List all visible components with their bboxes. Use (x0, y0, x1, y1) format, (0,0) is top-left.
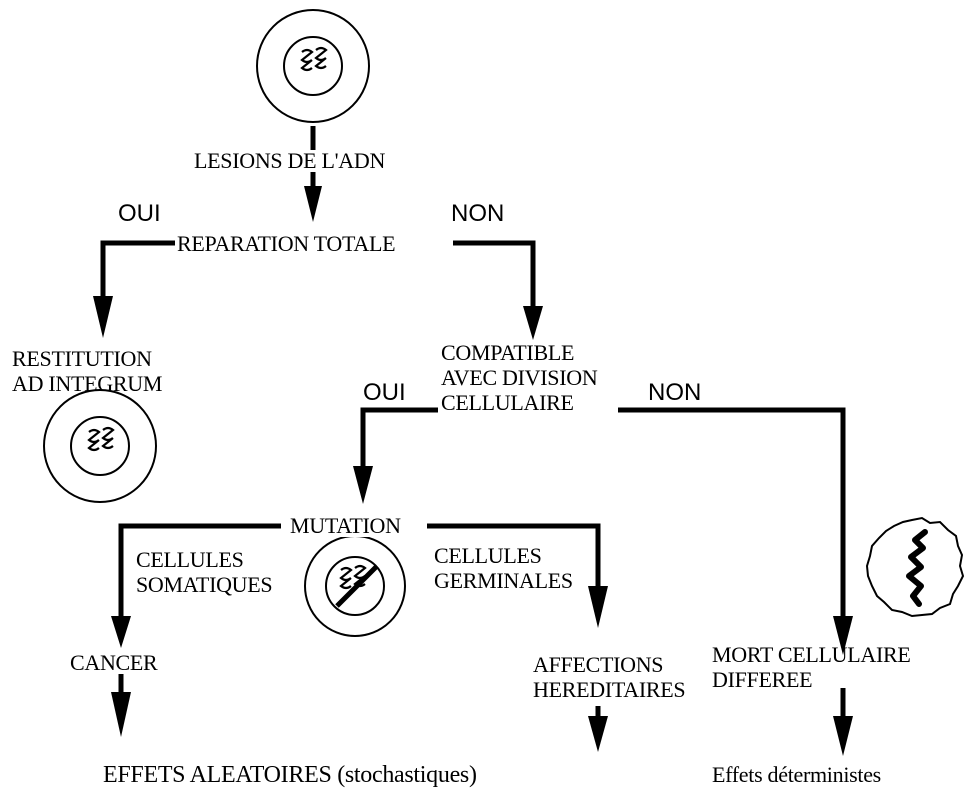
arrow-to-death (833, 616, 853, 655)
compatible-label: COMPATIBLE AVEC DIVISION CELLULAIRE (440, 340, 599, 415)
arrow-from-hereditary (588, 716, 608, 752)
restored-cell-icon (43, 389, 157, 503)
dying-cell-icon (865, 516, 965, 618)
restitution-line-2: AD INTEGRUM (12, 371, 163, 396)
arrow-to-deterministic (833, 716, 853, 756)
cell-dna-icon-top (256, 9, 370, 123)
compatible-line-1: COMPATIBLE (441, 340, 575, 365)
division-yes-label: OUI (363, 379, 406, 406)
germinal-line-1: CELLULES (434, 543, 542, 568)
dna-lesions-label: LESIONS DE L'ADN (193, 148, 387, 173)
division-no-line (618, 407, 846, 616)
restitution-line-1: RESTITUTION (12, 346, 152, 371)
cell-death-label: MORT CELLULAIRE DIFFEREE (712, 642, 911, 692)
arrow-to-cancer (111, 616, 131, 648)
division-yes-line (360, 407, 438, 466)
cell-death-line-1: MORT CELLULAIRE (712, 642, 911, 667)
arrow-to-compatible (523, 306, 543, 340)
arrow-to-restitution (93, 296, 113, 338)
repair-yes-label: OUI (118, 200, 161, 227)
germinal-line (427, 523, 601, 586)
germinal-line-2: GERMINALES (434, 568, 573, 593)
somatic-cells-label: CELLULES SOMATIQUES (136, 547, 273, 597)
division-no-label: NON (648, 379, 702, 406)
deterministic-effects-label: Effets déterministes (712, 762, 881, 787)
repair-no-line (453, 240, 536, 306)
germinal-cells-label: CELLULES GERMINALES (434, 543, 573, 593)
hereditary-line-2: HEREDITAIRES (533, 677, 686, 702)
arrow-to-mutation (353, 466, 373, 504)
cancer-label: CANCER (69, 650, 159, 675)
arrow-to-hereditary (588, 586, 608, 628)
repair-no-label: NON (451, 200, 505, 227)
arrow-to-repair (304, 186, 322, 222)
arrow-to-random-effects (111, 692, 131, 737)
repair-yes-line (100, 240, 175, 296)
somatic-line-2: SOMATIQUES (136, 572, 273, 597)
cell-death-line-2: DIFFEREE (712, 667, 813, 692)
somatic-line-1: CELLULES (136, 547, 244, 572)
somatic-line (118, 523, 281, 616)
restitution-label: RESTITUTION AD INTEGRUM (12, 346, 162, 396)
hereditary-line-1: AFFECTIONS (533, 652, 664, 677)
hereditary-label: AFFECTIONS HEREDITAIRES (532, 652, 687, 702)
total-repair-label: REPARATION TOTALE (176, 231, 397, 256)
random-effects-label: EFFETS ALEATOIRES (stochastiques) (103, 762, 477, 788)
compatible-line-2: AVEC DIVISION (441, 365, 598, 390)
mutated-cell-icon (304, 535, 406, 637)
mutation-label: MUTATION (289, 513, 402, 538)
compatible-line-3: CELLULAIRE (441, 390, 574, 415)
